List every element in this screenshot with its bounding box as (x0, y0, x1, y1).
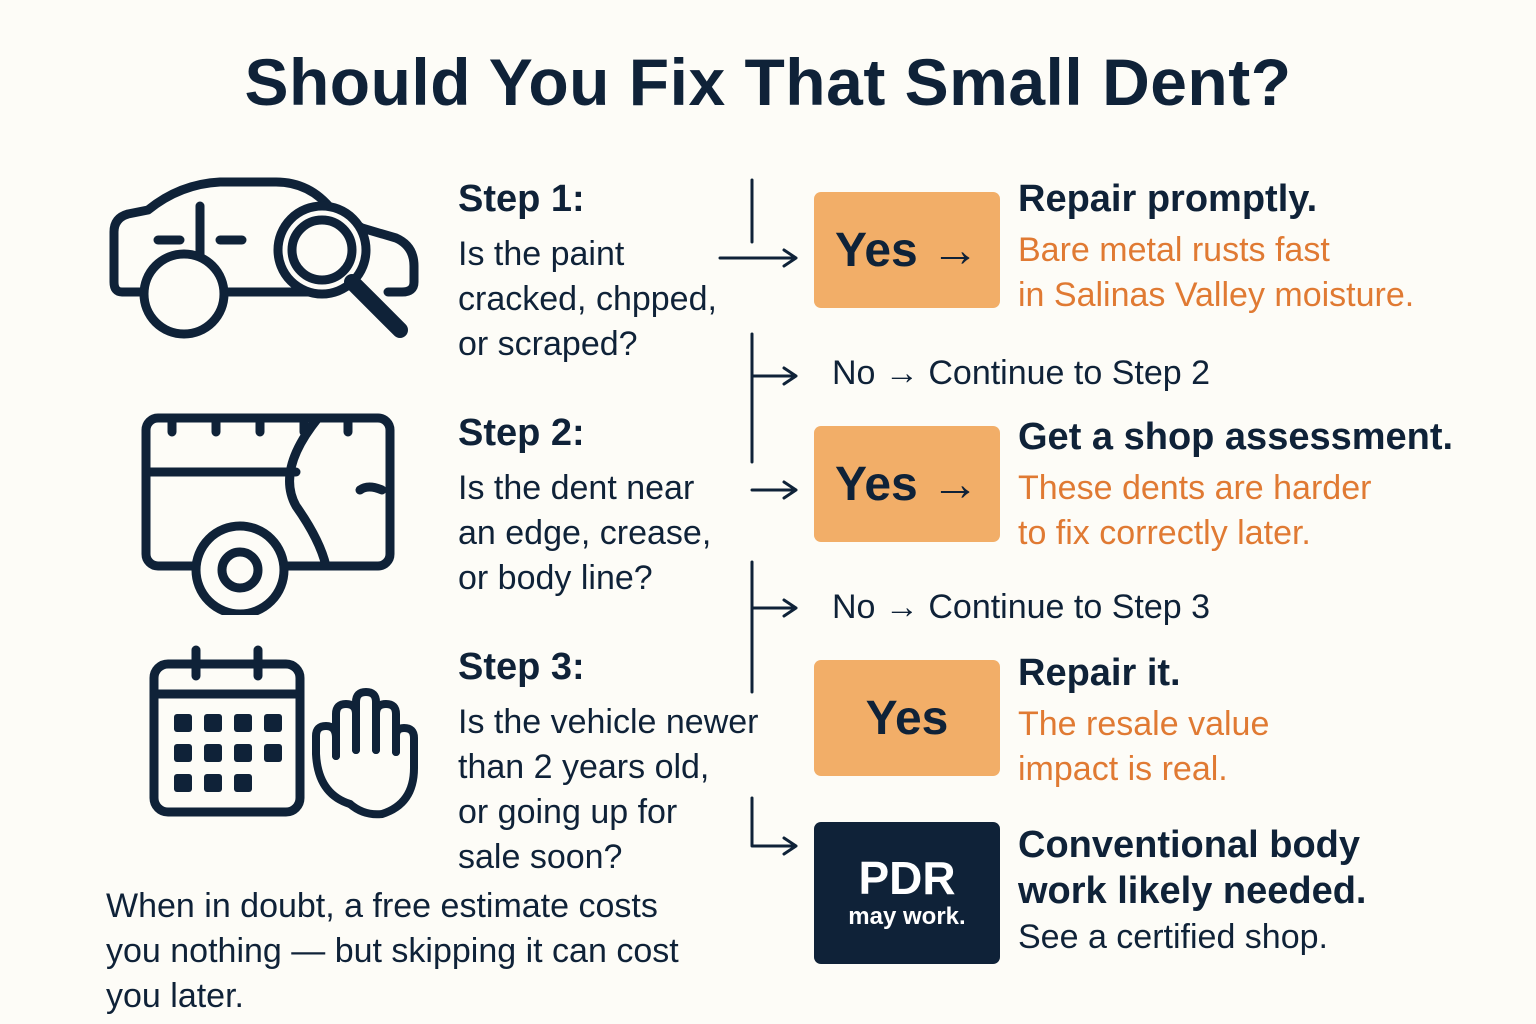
step-1-no-label: No → Continue to Step 2 (832, 354, 1211, 392)
step-3-question: Is the vehicle newer than 2 years old, o… (458, 703, 759, 876)
step-1-title: Step 1: (458, 178, 585, 220)
page-title: Should You Fix That Small Dent? (244, 45, 1292, 119)
step-2-result: Get a shop assessment. These dents are h… (1018, 416, 1454, 552)
step-2-question: Is the dent near an edge, crease, or bod… (458, 469, 712, 597)
pdr-result: Conventional body work likely needed. Se… (1018, 824, 1367, 956)
step-3-yes-box: Yes (814, 660, 1000, 776)
step-2-no-label: No → Continue to Step 3 (832, 588, 1211, 626)
car-magnifier-icon (109, 177, 419, 339)
car-body-panel-icon (141, 413, 395, 615)
pdr-label: PDR (858, 852, 956, 904)
footer-note: When in doubt, a free estimate costs you… (106, 887, 679, 1015)
step-3-result: Repair it. The resale value impact is re… (1018, 652, 1270, 788)
step-3-title: Step 3: (458, 646, 585, 688)
step-2-yes-box: Yes → (814, 426, 1000, 542)
step-1-result: Repair promptly. Bare metal rusts fast i… (1018, 178, 1415, 314)
step-1-yes-box: Yes → (814, 192, 1000, 308)
pdr-sub-label: may work. (848, 903, 966, 930)
calendar-hand-icon (149, 645, 418, 819)
step-1-question: Is the paint cracked, chpped, or scraped… (458, 235, 717, 363)
step-2-title: Step 2: (458, 412, 585, 454)
pdr-box: PDR may work. (814, 822, 1000, 964)
